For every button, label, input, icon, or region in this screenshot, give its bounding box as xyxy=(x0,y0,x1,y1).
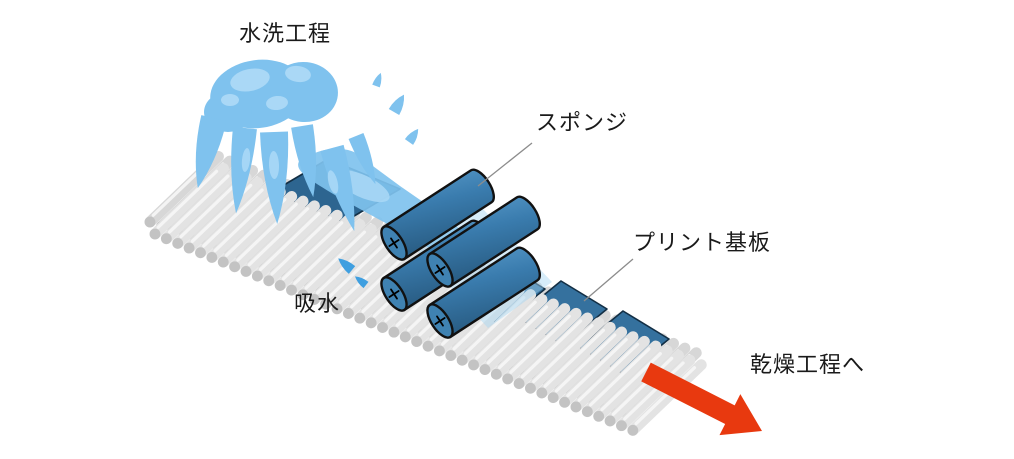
flow-arrow xyxy=(641,362,762,436)
conveyor-roller-cap xyxy=(388,326,400,338)
conveyor-roller xyxy=(627,359,707,436)
conveyor-roller xyxy=(524,317,605,394)
conveyor-roller-cap xyxy=(570,401,582,413)
conveyor-roller-cap xyxy=(240,265,252,277)
conveyor-roller-cap xyxy=(616,420,627,432)
sponge-leader-line xyxy=(477,142,533,187)
conveyor-roller-cap xyxy=(308,294,320,305)
conveyor-roller xyxy=(229,195,309,273)
conveyor-roller xyxy=(581,340,662,418)
conveyor-roller-cap xyxy=(160,233,172,245)
conveyor-roller xyxy=(615,354,696,432)
conveyor-roller xyxy=(286,219,366,296)
water-drop-icon xyxy=(404,128,419,145)
conveyor-roller-cap xyxy=(343,308,354,319)
conveyor-roller-cap xyxy=(547,392,559,403)
conveyor-roller-cap xyxy=(183,242,195,254)
conveyor-roller xyxy=(320,233,400,310)
conveyor-roller xyxy=(149,162,229,240)
conveyor-roller-cap xyxy=(604,415,616,427)
conveyor-roller xyxy=(206,186,286,263)
conveyor-roller-cap xyxy=(206,251,218,263)
sponge-rollers xyxy=(380,168,541,339)
conveyor-roller xyxy=(502,307,582,385)
arrow-right-down-icon xyxy=(641,362,762,436)
water-drop-icon xyxy=(388,94,405,115)
conveyor-roller xyxy=(195,181,275,259)
conveyor-roller xyxy=(513,312,593,390)
label-to-drying-process: 乾燥工程へ xyxy=(750,352,866,377)
water-drop-icon xyxy=(348,133,376,185)
conveyor-roller xyxy=(456,289,537,366)
conveyor-roller-cap xyxy=(320,298,332,310)
conveyor-roller xyxy=(570,335,650,413)
conveyor-roller-cap xyxy=(490,368,502,380)
absorb-droplets xyxy=(338,258,369,289)
conveyor-roller xyxy=(547,326,628,404)
conveyor-roller xyxy=(468,293,548,371)
conveyor-roller-cap xyxy=(445,350,457,361)
conveyor-roller-cap xyxy=(479,364,491,375)
conveyor-roller-cap xyxy=(434,345,445,357)
conveyor-roller-cap xyxy=(536,387,548,399)
conveyor-roller-cap xyxy=(456,354,468,366)
conveyor-roller-cap xyxy=(229,261,241,273)
conveyor-roller-cap xyxy=(354,312,366,324)
conveyor-roller-cap xyxy=(422,340,434,352)
label-water-washing-process: 水洗工程 xyxy=(239,21,332,46)
label-printed-circuit-board: プリント基板 xyxy=(633,230,772,255)
conveyor-roller-cap xyxy=(149,228,161,240)
conveyor-roller-cap xyxy=(263,275,275,287)
conveyor-roller-cap xyxy=(274,280,286,291)
conveyor-roller-cap xyxy=(513,378,525,389)
label-water-absorption: 吸水 xyxy=(294,291,341,316)
leader-lines xyxy=(477,142,634,302)
conveyor-roller xyxy=(160,167,241,245)
conveyor-roller-cap xyxy=(525,382,536,394)
conveyor-roller-cap xyxy=(581,406,593,418)
water-drop-icon xyxy=(291,124,317,198)
conveyor-roller-cap xyxy=(217,256,229,268)
conveyor-roller-cap xyxy=(411,336,423,347)
sponge-roller-body xyxy=(428,246,541,339)
conveyor-roller-cap xyxy=(331,303,343,315)
conveyor-roller-cap xyxy=(627,424,639,436)
conveyor-roller-cap xyxy=(195,247,206,259)
conveyor-roller-cap xyxy=(251,270,263,282)
water-drop-icon xyxy=(338,258,356,274)
pcb-leader-line xyxy=(583,258,634,302)
water-drop-icon xyxy=(372,72,382,88)
conveyor-roller-cap xyxy=(144,216,156,228)
conveyor-roller xyxy=(604,349,684,427)
water-drop-icon xyxy=(195,115,227,189)
conveyor-roller xyxy=(593,345,673,422)
conveyor-roller-cap xyxy=(468,359,479,371)
label-sponge: スポンジ xyxy=(536,110,629,135)
conveyor-roller xyxy=(536,321,616,399)
conveyor-roller xyxy=(297,223,377,301)
conveyor-roller xyxy=(240,200,320,277)
water-drop-icon xyxy=(354,276,369,289)
conveyor-roller xyxy=(251,205,332,282)
conveyor-roller-cap xyxy=(172,237,184,249)
conveyor-roller-cap xyxy=(297,289,309,301)
sponge-roller-body xyxy=(428,195,541,288)
conveyor-roller xyxy=(490,303,571,380)
conveyor-roller-cap xyxy=(502,373,514,385)
water-splash xyxy=(195,59,419,232)
conveyor-roller xyxy=(263,209,343,287)
sponge-roller-body xyxy=(382,168,495,261)
conveyor-roller xyxy=(183,176,264,254)
conveyor-roller-cap xyxy=(286,284,297,296)
conveyor-roller xyxy=(559,331,639,408)
conveyor-roller-cap xyxy=(399,331,411,343)
conveyor-roller-cap xyxy=(365,317,377,329)
conveyor-roller xyxy=(274,214,355,291)
conveyor-roller-cap xyxy=(593,410,605,422)
conveyor-roller-cap xyxy=(559,396,570,408)
conveyor-roller-cap xyxy=(377,322,388,333)
conveyor-roller xyxy=(479,298,559,376)
